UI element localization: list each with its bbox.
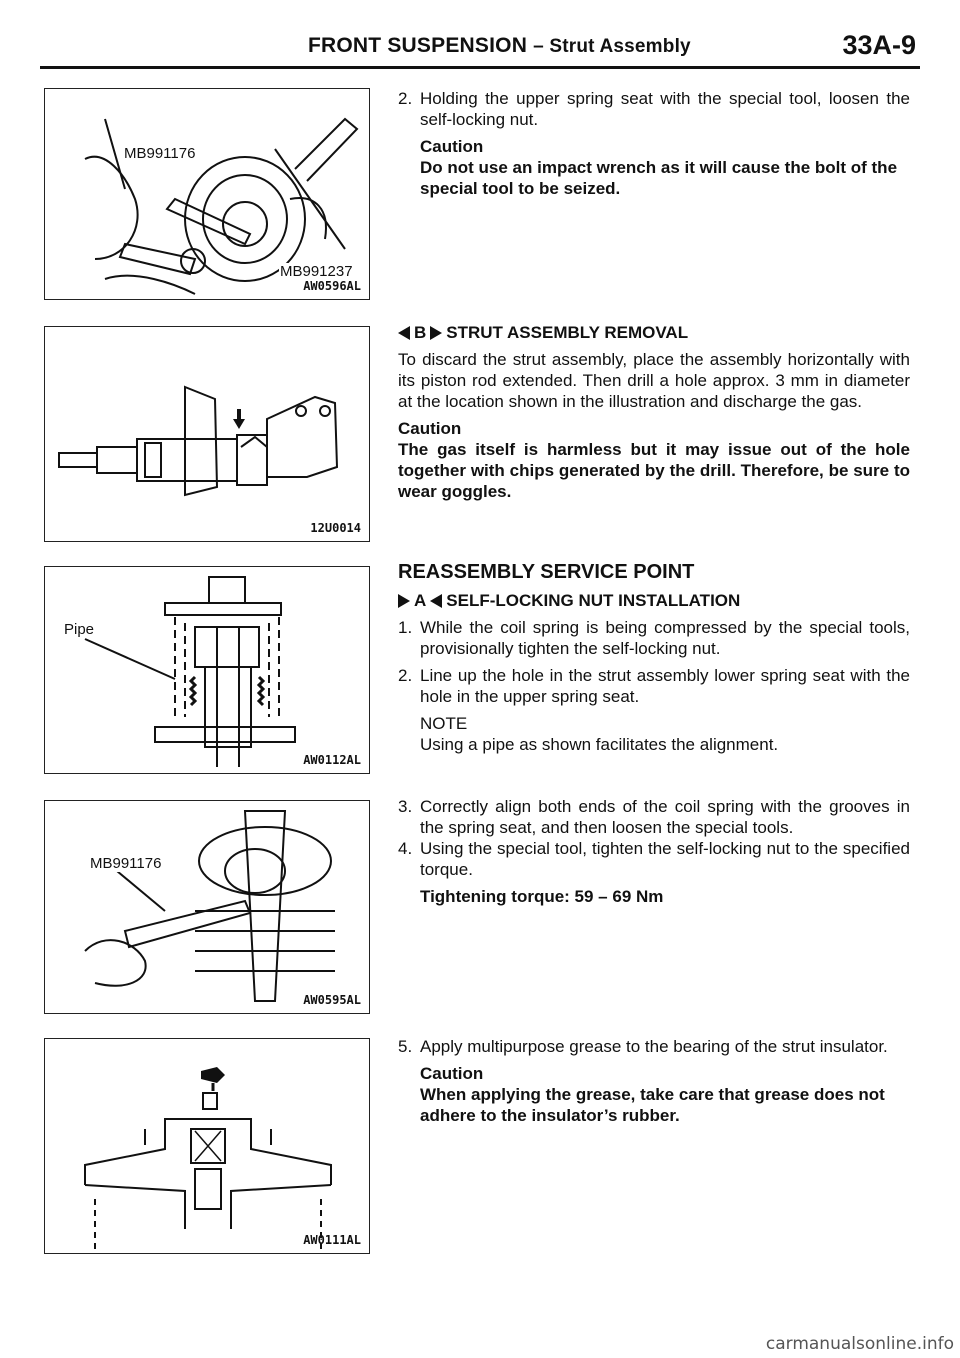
heading-text: SELF-LOCKING NUT INSTALLATION <box>446 591 741 610</box>
strut-removal-section: B STRUT ASSEMBLY REMOVAL To discard the … <box>398 322 910 502</box>
left-arrow-icon <box>398 325 410 340</box>
right-arrow-icon <box>430 325 443 340</box>
figure-pipe-alignment: Pipe AW0112AL <box>44 566 370 774</box>
step-text: Correctly align both ends of the coil sp… <box>420 797 910 837</box>
marker-letter: B <box>414 323 427 342</box>
tool-label-2: MB991237 <box>279 263 354 280</box>
step-number: 5. <box>398 1037 413 1056</box>
caution-text: When applying the grease, take care that… <box>420 1085 885 1125</box>
step-3: 3. Correctly align both ends of the coil… <box>398 796 910 838</box>
page-header: FRONT SUSPENSION – Strut Assembly 33A-9 <box>40 28 920 64</box>
figure-code: AW0595AL <box>303 993 361 1007</box>
step-2: 2. Line up the hole in the strut assembl… <box>398 665 910 707</box>
figure-grease-insulator: AW0111AL <box>44 1038 370 1254</box>
step-text: Line up the hole in the strut assembly l… <box>420 666 910 706</box>
torque-spec: Tightening torque: 59 – 69 Nm <box>420 887 664 906</box>
step-5-grease: 5. Apply multipurpose grease to the bear… <box>398 1036 910 1126</box>
page-title: FRONT SUSPENSION – Strut Assembly <box>308 34 691 58</box>
heading-text: STRUT ASSEMBLY REMOVAL <box>446 323 689 342</box>
note-title: NOTE <box>420 714 468 733</box>
caution-title: Caution <box>420 1064 484 1083</box>
figure-code: AW0596AL <box>303 279 361 293</box>
pipe-label: Pipe <box>63 621 96 638</box>
marker-letter: A <box>414 591 427 610</box>
installation-heading: A SELF-LOCKING NUT INSTALLATION <box>398 590 910 611</box>
steps-3-4: 3. Correctly align both ends of the coil… <box>398 796 910 907</box>
step-text: Holding the upper spring seat with the s… <box>420 89 910 129</box>
illustration-insulator-section <box>84 1067 332 1249</box>
figure-special-tool-loosen: MB991176 MB991237 AW0596AL <box>44 88 370 300</box>
step-4: 4. Using the special tool, tighten the s… <box>398 838 910 880</box>
figure-code: 12U0014 <box>310 521 361 535</box>
step-number: 4. <box>398 839 413 858</box>
step-number: 2. <box>398 666 413 685</box>
step-number: 3. <box>398 797 413 816</box>
figure-tighten-nut: MB991176 AW0595AL <box>44 800 370 1014</box>
page-number: 33A-9 <box>842 30 916 60</box>
step-number: 2. <box>398 89 413 108</box>
caution-text: Do not use an impact wrench as it will c… <box>420 158 898 198</box>
note-text: Using a pipe as shown facilitates the al… <box>420 735 779 754</box>
caution-text: The gas itself is harmless but it may is… <box>398 440 910 501</box>
removal-heading: B STRUT ASSEMBLY REMOVAL <box>398 322 910 343</box>
title-main: FRONT SUSPENSION <box>308 34 528 57</box>
caution-title: Caution <box>398 419 462 438</box>
figure-code: AW0112AL <box>303 753 361 767</box>
step-2-loosen: 2. Holding the upper spring seat with th… <box>398 88 910 199</box>
figure-code: AW0111AL <box>303 1233 361 1247</box>
step-number: 1. <box>398 618 413 637</box>
tool-label: MB991176 <box>89 855 163 872</box>
step-text: Apply multipurpose grease to the bearing… <box>420 1037 888 1056</box>
illustration-strut-tool <box>84 117 359 295</box>
footer-watermark: carmanualsonline.info <box>765 1334 954 1354</box>
title-subtitle: – Strut Assembly <box>533 36 691 57</box>
removal-text: To discard the strut assembly, place the… <box>398 350 910 411</box>
right-arrow-icon <box>398 593 410 608</box>
section-title: REASSEMBLY SERVICE POINT <box>398 561 695 583</box>
illustration-strut-section <box>84 576 296 767</box>
figure-strut-drill: 12U0014 <box>44 326 370 542</box>
illustration-tighten-tool <box>84 810 335 1002</box>
step-text: Using the special tool, tighten the self… <box>420 839 910 879</box>
tool-label-1: MB991176 <box>123 145 197 162</box>
header-divider <box>40 66 920 69</box>
step-1: 1. While the coil spring is being compre… <box>398 617 910 659</box>
reassembly-section: REASSEMBLY SERVICE POINT A SELF-LOCKING … <box>398 560 910 755</box>
illustration-strut-horizontal <box>58 385 339 497</box>
caution-title: Caution <box>420 137 484 156</box>
left-arrow-icon <box>430 593 443 608</box>
step-text: While the coil spring is being compresse… <box>420 618 910 658</box>
